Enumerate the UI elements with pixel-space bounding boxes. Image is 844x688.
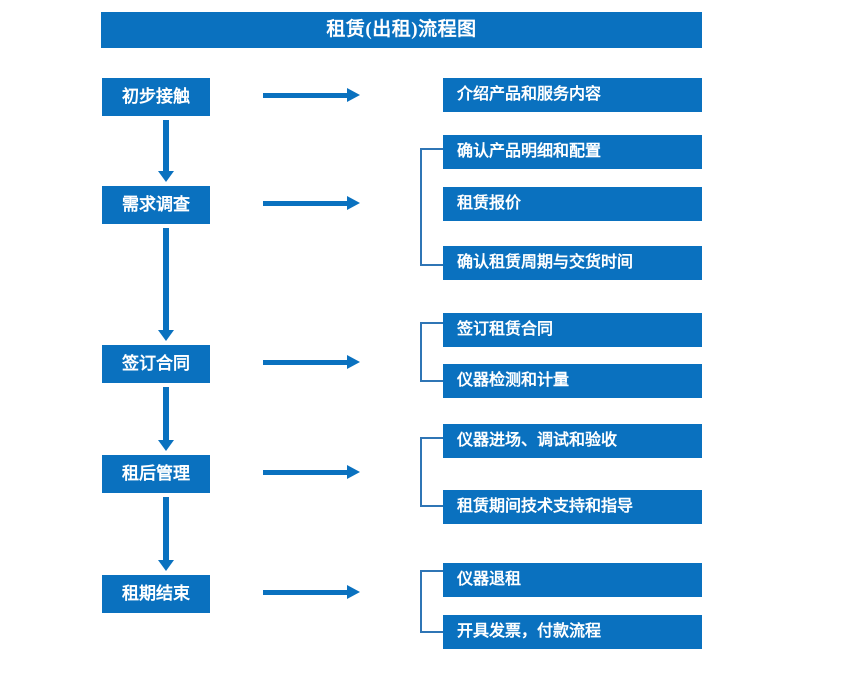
detail-box-introduce-products-services[interactable]: 介绍产品和服务内容: [443, 78, 702, 112]
group-bracket-sign-contract: [420, 322, 443, 382]
stage-box-demand-survey[interactable]: 需求调查: [102, 186, 210, 224]
horizontal-arrow-stage-5: [263, 585, 360, 599]
stage-box-lease-end[interactable]: 租期结束: [102, 575, 210, 613]
stage-box-sign-contract[interactable]: 签订合同: [102, 345, 210, 383]
detail-box-lease-quotation[interactable]: 租赁报价: [443, 187, 702, 221]
detail-box-confirm-lease-period-delivery[interactable]: 确认租赁周期与交货时间: [443, 246, 702, 280]
detail-box-technical-support-during-lease[interactable]: 租赁期间技术支持和指导: [443, 490, 702, 524]
detail-box-instrument-return[interactable]: 仪器退租: [443, 563, 702, 597]
detail-box-instrument-entry-debug-acceptance[interactable]: 仪器进场、调试和验收: [443, 424, 702, 458]
vertical-arrow-2-to-3: [158, 228, 174, 341]
group-bracket-lease-end: [420, 570, 443, 633]
detail-box-sign-lease-contract[interactable]: 签订租赁合同: [443, 313, 702, 347]
stage-box-initial-contact[interactable]: 初步接触: [102, 78, 210, 116]
stage-box-post-lease-management[interactable]: 租后管理: [102, 455, 210, 493]
horizontal-arrow-stage-3: [263, 355, 360, 369]
detail-box-instrument-inspection-metering[interactable]: 仪器检测和计量: [443, 364, 702, 398]
horizontal-arrow-stage-2: [263, 196, 360, 210]
detail-box-invoice-payment-process[interactable]: 开具发票，付款流程: [443, 615, 702, 649]
vertical-arrow-4-to-5: [158, 497, 174, 571]
horizontal-arrow-stage-1: [263, 88, 360, 102]
detail-box-confirm-product-details-config[interactable]: 确认产品明细和配置: [443, 135, 702, 169]
page-title: 租赁(出租)流程图: [101, 12, 702, 48]
group-bracket-demand-survey: [420, 148, 443, 266]
horizontal-arrow-stage-4: [263, 465, 360, 479]
vertical-arrow-1-to-2: [158, 120, 174, 182]
group-bracket-post-lease-management: [420, 437, 443, 507]
vertical-arrow-3-to-4: [158, 387, 174, 451]
